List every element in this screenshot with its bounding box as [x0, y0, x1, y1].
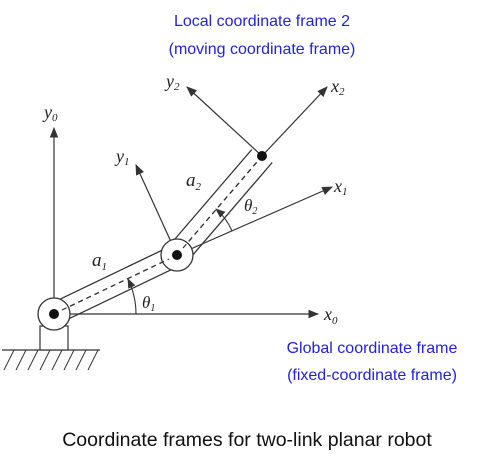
y1-label: y1: [114, 146, 130, 168]
joint-2: [160, 238, 194, 272]
theta2-arc: [215, 208, 233, 232]
link-2: [166, 149, 273, 262]
figure-caption: Coordinate frames for two-link planar ro…: [62, 429, 432, 451]
joint-1: [37, 297, 71, 331]
a1-label: a1: [92, 250, 107, 273]
x0-label: x0: [323, 304, 338, 327]
link-1: [48, 244, 183, 325]
global-frame-subtitle: (fixed-coordinate frame): [287, 367, 457, 384]
local-frame-subtitle: (moving coordinate frame): [169, 41, 356, 58]
x2-label: x2: [330, 76, 345, 98]
end-effector-point: [257, 151, 267, 161]
theta1-label: θ1: [142, 293, 155, 314]
theta1-arc: [127, 278, 137, 315]
ground-hatch: [2, 349, 100, 371]
y0-label: y0: [42, 102, 58, 124]
y2-axis: [186, 86, 263, 157]
x1-label: x1: [333, 176, 348, 198]
x1-axis: [176, 186, 333, 256]
x2-axis: [261, 86, 328, 157]
theta2-label: θ2: [244, 196, 257, 217]
local-frame-title: Local coordinate frame 2: [174, 13, 350, 30]
a2-label: a2: [186, 170, 202, 193]
global-frame-title: Global coordinate frame: [287, 340, 458, 357]
y2-label: y2: [164, 71, 180, 93]
